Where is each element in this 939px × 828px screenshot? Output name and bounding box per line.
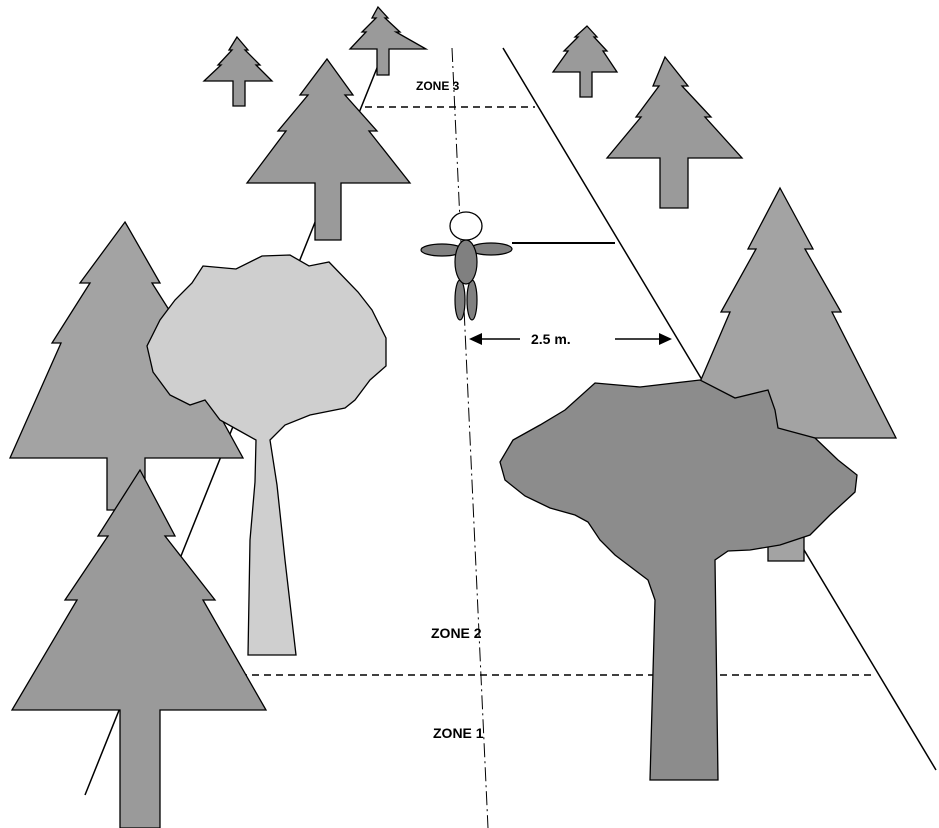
person-head <box>449 211 483 241</box>
person-left-leg <box>454 279 466 321</box>
distance-label: 2.5 m. <box>531 331 571 347</box>
zone2-label: ZONE 2 <box>431 625 482 641</box>
pine-tree-icon <box>245 57 412 241</box>
double-arrow-icon <box>469 333 672 345</box>
pine-tree-icon <box>348 5 429 76</box>
zone1-label: ZONE 1 <box>433 725 484 741</box>
person-torso <box>454 239 478 285</box>
pine-tree-icon <box>202 35 274 107</box>
deciduous-tree-icon <box>499 379 858 781</box>
zone3-label: ZONE 3 <box>416 79 460 93</box>
person-right-leg <box>466 279 478 321</box>
pine-tree-icon <box>551 25 619 98</box>
trail-center-line <box>451 47 489 828</box>
pine-tree-icon <box>675 186 898 562</box>
deciduous-tree-icon <box>146 254 387 656</box>
pine-tree-icon <box>10 468 268 828</box>
person-icon <box>420 211 513 321</box>
pine-tree-icon <box>605 55 744 209</box>
